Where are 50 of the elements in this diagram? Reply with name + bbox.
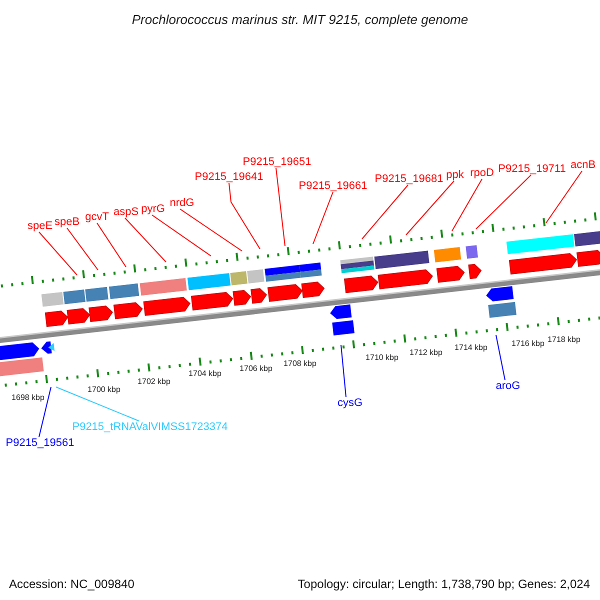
- leader-line: [38, 386, 52, 438]
- scale-label: 1706 kbp: [240, 364, 272, 374]
- gene-label: P9215_19651: [242, 156, 312, 168]
- leader-line: [276, 168, 286, 246]
- gene-label: aspS: [113, 206, 139, 218]
- gene-label: speE: [27, 220, 53, 232]
- gene-label: pyrG: [141, 203, 165, 215]
- leader-line: [56, 386, 140, 422]
- title: Prochlorococcus marinus str. MIT 9215, complete genome: [130, 11, 470, 29]
- leader-line: [152, 214, 212, 256]
- scale-label: 1704 kbp: [188, 369, 222, 379]
- leader-line: [476, 174, 532, 230]
- leader-line: [362, 184, 408, 240]
- leader-line: [496, 334, 506, 380]
- gene-label: P9215_19681: [374, 173, 444, 185]
- leader-line: [340, 344, 346, 398]
- footer-note: Topology: circular; Length: 1,738,790 bp; Genes: 2,024: [298, 576, 590, 593]
- leader-line: [546, 170, 582, 224]
- scale-label: 1702 kbp: [138, 377, 170, 387]
- gene-label: P9215_19561: [6, 437, 74, 449]
- gene-label: acnB: [570, 159, 596, 171]
- leader-line: [124, 218, 166, 262]
- gene-label: gcvT: [85, 211, 109, 223]
- scale-label: 1708 kbp: [284, 359, 316, 369]
- gene-label: P9215_19711: [498, 163, 566, 175]
- gene-label: ppk: [446, 169, 464, 181]
- scale-label: 1718 kbp: [548, 335, 580, 345]
- gene-label: aroG: [496, 380, 520, 392]
- gene-label: P9215_19661: [298, 180, 368, 192]
- gene-label: speB: [54, 216, 80, 228]
- scale-label: 1714 kbp: [454, 343, 488, 353]
- scale-label: 1700 kbp: [88, 385, 120, 395]
- leader-line: [406, 180, 454, 236]
- gene-label: P9215_19641: [194, 171, 264, 183]
- gene-label: P9215_tRNAValVIMSS1723374: [72, 421, 228, 433]
- scale-label: 1716 kbp: [512, 339, 544, 349]
- leader-line: [452, 178, 482, 232]
- leader-line: [228, 182, 260, 250]
- leader-line: [180, 208, 242, 252]
- gene-label: nrdG: [170, 197, 194, 209]
- scale-label: 1712 kbp: [410, 348, 442, 358]
- leader-line: [96, 222, 126, 268]
- gene-label: cysG: [337, 397, 363, 409]
- leader-line: [312, 192, 334, 244]
- scale-label: 1698 kbp: [12, 393, 44, 403]
- footer-note: Accession: NC_009840: [9, 576, 134, 593]
- scale-label: 1710 kbp: [366, 353, 398, 363]
- leader-line: [38, 232, 78, 276]
- leader-line: [66, 228, 98, 270]
- gene-label: rpoD: [470, 167, 494, 179]
